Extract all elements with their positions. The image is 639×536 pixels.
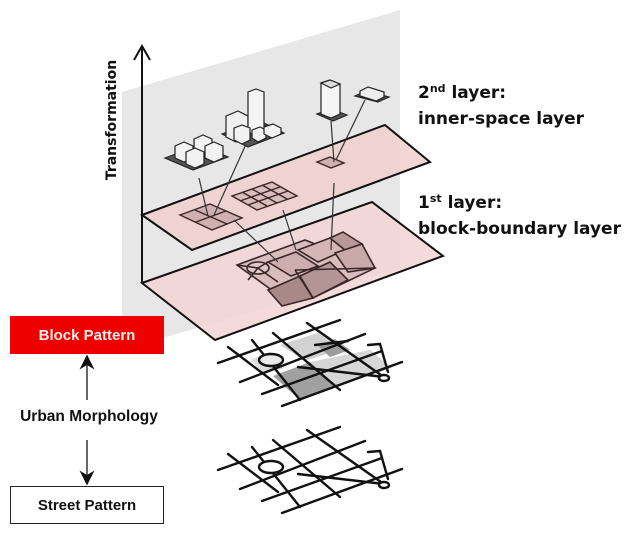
street-pattern-box: Street Pattern	[10, 486, 164, 524]
building-tower-right	[315, 79, 349, 122]
block-pattern-box: Block Pattern	[10, 316, 164, 354]
first-layer-label: 1st layer: block-boundary layer	[418, 190, 621, 242]
parcel-small	[315, 156, 346, 169]
arrow-up-icon	[133, 43, 151, 61]
inner-space-parcels	[178, 156, 346, 231]
transformation-axis	[133, 43, 151, 283]
block-pattern-map	[216, 318, 404, 408]
axis-label: Transformation	[104, 59, 120, 181]
first-layer-subtitle: block-boundary layer	[418, 219, 621, 239]
layer-ordinal: 2	[418, 83, 430, 103]
layer-ordinal-suffix: nd	[429, 82, 446, 95]
layer-ordinal-suffix: st	[429, 192, 442, 205]
second-layer-label: 2nd layer: inner-space layer	[418, 80, 584, 132]
second-layer-title: 2nd layer:	[418, 80, 584, 106]
urban-morphology-label: Urban Morphology	[20, 408, 158, 425]
building-cluster-left	[163, 134, 230, 171]
layer-ordinal: 1	[418, 193, 430, 213]
layer-title-text: layer:	[441, 193, 503, 213]
first-layer-title: 1st layer:	[418, 190, 621, 216]
building-courtyard	[353, 86, 391, 103]
connector-lines	[198, 99, 366, 263]
street-pattern-map	[216, 425, 404, 515]
building-cluster-middle	[220, 88, 286, 148]
second-layer-subtitle: inner-space layer	[418, 109, 585, 129]
layer-title-text: layer:	[445, 83, 507, 103]
buildings	[163, 79, 391, 171]
block-boundary-blocks	[235, 231, 377, 307]
